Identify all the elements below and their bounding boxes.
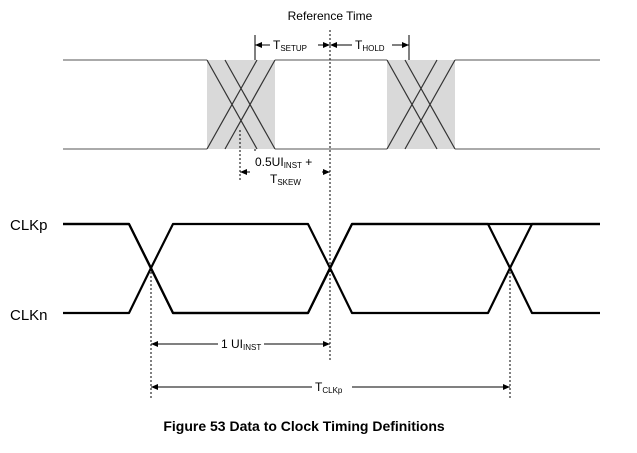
t-hold-arrowhead-right	[402, 42, 409, 48]
half-ui-skew-arrowhead-right	[323, 169, 330, 175]
ui-inst-label-sub: INST	[243, 343, 261, 352]
data-transition-region-left	[207, 60, 275, 149]
clkn-line	[63, 222, 600, 315]
ui-inst-label: 1 UIINST	[221, 337, 261, 352]
t-hold-label-sub: HOLD	[362, 44, 384, 53]
half-ui-skew-arrowhead-left	[240, 169, 247, 175]
half-ui-label-sub: INST	[284, 161, 302, 170]
half-ui-label-main: 0.5UI	[255, 155, 284, 169]
t-clkp-label-main: T	[315, 380, 323, 394]
t-setup-dimension: TSETUP	[255, 35, 330, 53]
figure-caption: Figure 53 Data to Clock Timing Definitio…	[163, 418, 445, 434]
clkp-signal-label: CLKp	[10, 217, 48, 234]
half-ui-skew-label-bg	[250, 153, 322, 189]
t-clkp-label-sub: CLKp	[322, 386, 343, 395]
t-clkp-label-bg	[312, 378, 352, 394]
t-setup-label-bg	[270, 35, 318, 51]
half-ui-skew-label-line2: TSKEW	[270, 172, 301, 187]
t-setup-label: TSETUP	[273, 38, 307, 53]
data-transition-region-right	[387, 60, 455, 149]
data-edge	[404, 59, 456, 150]
ui-inst-arrowhead-right	[323, 341, 330, 347]
t-hold-label-bg	[352, 35, 392, 51]
ui-inst-label-main: 1 UI	[221, 337, 243, 351]
t-setup-arrowhead-right	[323, 42, 330, 48]
data-edge	[224, 59, 276, 150]
ui-inst-label-bg	[218, 335, 264, 351]
data-eye-diagram	[63, 59, 600, 150]
clkn-signal-label: CLKn	[10, 307, 48, 324]
ui-inst-dimension: 1 UIINST	[151, 335, 330, 352]
t-setup-label-main: T	[273, 38, 281, 52]
data-edge	[206, 59, 258, 150]
t-setup-arrowhead-left	[255, 42, 262, 48]
t-skew-label-sub: SKEW	[277, 178, 301, 187]
t-hold-dimension: THOLD	[330, 35, 409, 53]
t-hold-arrowhead-left	[330, 42, 337, 48]
half-ui-skew-label-line1: 0.5UIINST +	[255, 155, 312, 170]
t-clkp-arrowhead-right	[503, 384, 510, 390]
t-hold-label-main: T	[355, 38, 363, 52]
clock-traces	[63, 222, 600, 315]
data-edge	[386, 59, 438, 150]
clkp-line	[63, 222, 600, 315]
t-hold-label: THOLD	[355, 38, 385, 53]
reference-time-label: Reference Time	[288, 9, 373, 23]
t-clkp-dimension: TCLKp	[151, 378, 510, 395]
t-setup-label-sub: SETUP	[280, 44, 307, 53]
t-skew-label-main: T	[270, 172, 278, 186]
ui-inst-arrowhead-left	[151, 341, 158, 347]
half-ui-skew-dimension: 0.5UIINST + TSKEW	[240, 153, 330, 189]
clkp-waveform	[63, 222, 600, 315]
half-ui-label-suffix: +	[302, 155, 312, 169]
t-clkp-label: TCLKp	[315, 380, 343, 395]
t-clkp-arrowhead-left	[151, 384, 158, 390]
